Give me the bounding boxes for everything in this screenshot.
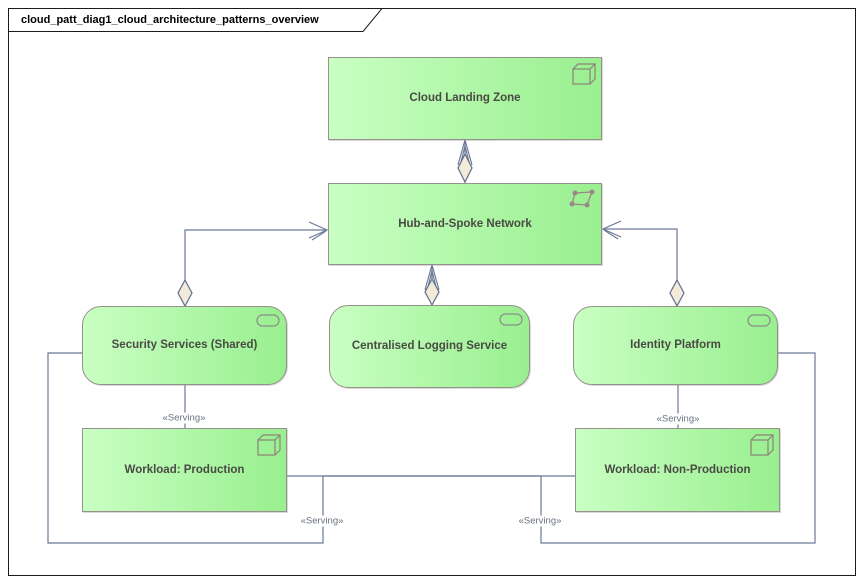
node-label: Workload: Production (124, 463, 245, 476)
arrowhead-icon (308, 221, 329, 239)
node-cloud-landing-zone[interactable]: Cloud Landing Zone (328, 57, 602, 140)
node-label: Security Services (Shared) (111, 339, 258, 352)
node-label: Centralised Logging Service (351, 340, 508, 353)
node-label: Identity Platform (630, 339, 721, 352)
arrowhead-icon (424, 262, 440, 291)
connector-hub-aggregates-security-services[interactable] (177, 221, 329, 308)
node-cube-icon (257, 434, 281, 456)
connector-hub-aggregates-centralised-logging[interactable] (424, 262, 440, 307)
node-workload-production[interactable]: Workload: Production (82, 428, 287, 512)
arrowhead-icon (601, 220, 622, 238)
arrowhead-icon (603, 229, 619, 240)
node-cube-icon (750, 434, 774, 456)
diagram-frame (8, 8, 856, 576)
service-pill-icon (256, 314, 280, 327)
service-pill-icon (499, 313, 523, 326)
serving-label: «Serving» (516, 515, 564, 527)
arrowhead-icon (311, 230, 327, 241)
node-label: Workload: Non-Production (604, 463, 751, 476)
service-pill-icon (747, 314, 771, 327)
diagram-title: cloud_patt_diag1_cloud_architecture_patt… (21, 14, 319, 26)
node-workload-non-production[interactable]: Workload: Non-Production (575, 428, 780, 512)
node-label: Hub-and-Spoke Network (398, 217, 532, 230)
connector-landing-zone-aggregates-hub[interactable] (457, 137, 473, 184)
arrowhead-icon (457, 137, 473, 166)
network-icon (569, 189, 595, 208)
node-hub-and-spoke-network[interactable]: Hub-and-Spoke Network (328, 183, 602, 265)
aggregation-diamond-icon (669, 278, 685, 308)
serving-label: «Serving» (160, 412, 208, 424)
serving-label: «Serving» (654, 413, 702, 425)
serving-label: «Serving» (298, 515, 346, 527)
node-security-services-shared[interactable]: Security Services (Shared) (82, 306, 287, 385)
aggregation-diamond-icon (177, 278, 193, 308)
node-centralised-logging-service[interactable]: Centralised Logging Service (329, 305, 530, 388)
node-identity-platform[interactable]: Identity Platform (573, 306, 778, 385)
node-label: Cloud Landing Zone (409, 92, 521, 105)
node-cube-icon (572, 63, 596, 85)
connector-identity-serving-production[interactable] (287, 352, 816, 544)
diagram-title-tab (8, 8, 384, 32)
connector-hub-aggregates-identity-platform[interactable] (601, 220, 685, 308)
aggregation-diamond-icon (457, 152, 473, 184)
